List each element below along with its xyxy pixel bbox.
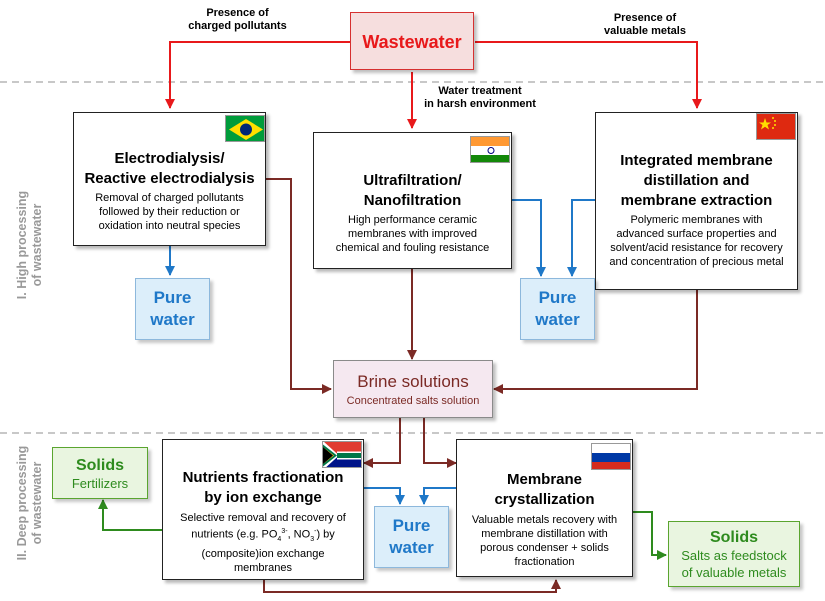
arrow-crystal-purewater [419,487,456,505]
brine-subtitle: Concentrated salts solution [346,395,480,407]
arrow-brine-crystal [423,418,457,468]
nutrients-desc: Selective removal and recovery of nutrie… [180,512,346,574]
arrow-to-electro [165,41,350,109]
south-africa-flag [322,441,362,468]
russia-flag [591,443,631,470]
brine-box: Brine solutions Concentrated salts solut… [333,360,493,418]
arrow-ultra-purewater [512,199,546,277]
arrow-nutrients-crystal-loop [259,571,561,593]
wastewater-title: Wastewater [362,32,462,52]
arrow-integrated-purewater [567,199,595,277]
ultrafiltration-box: Ultrafiltration/Nanofiltration High perf… [313,132,512,269]
solids-left-title: Solids [75,457,124,474]
arrow-crystal-solids [633,511,667,560]
solids-left-sub: Fertilizers [71,476,129,491]
solids-fertilizers-box: Solids Fertilizers [52,447,148,499]
india-flag [470,136,510,163]
brazil-flag [225,115,265,142]
arrow-electro-brine [266,178,332,394]
ultrafiltration-title: Ultrafiltration/Nanofiltration [363,172,462,209]
solids-right-title: Solids [709,529,758,546]
electrodialysis-title: Electrodialysis/Reactive electrodialysis [84,150,255,187]
arrow-integrated-brine [493,290,698,394]
brine-title: Brine solutions [357,372,469,391]
arrow-nutrients-purewater [364,487,405,505]
arrow-brine-nutrients [363,418,401,468]
arrow-nutrients-solids [98,499,162,531]
arrow-to-integrated [475,41,702,109]
wastewater-box: Wastewater [350,12,474,70]
china-flag [756,113,796,140]
